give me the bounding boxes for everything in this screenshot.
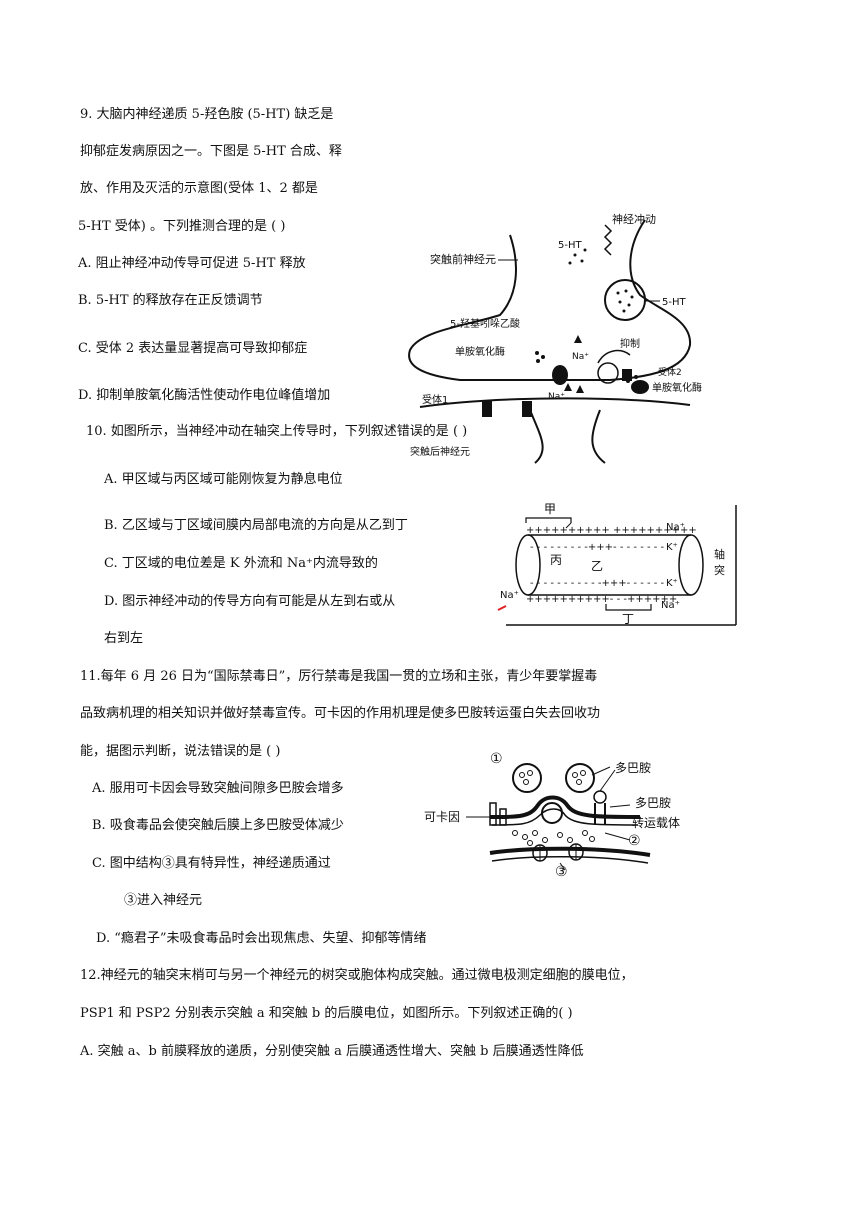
top-inner-signs: - - - - - - - - -+++- - - - - - - - xyxy=(530,542,665,553)
q11-stem-line3: 能，据图示判断，说法错误的是 ( ) xyxy=(80,744,281,759)
q10-stem: 10. 如图所示，当神经冲动在轴突上传导时，下列叙述错误的是 ( ) xyxy=(86,424,468,439)
q9-stem-line3: 放、作用及灭活的示意图(受体 1、2 都是 xyxy=(80,181,318,196)
axon-figure: ++++++++++ ++++++++++ - - - - - - - - -+… xyxy=(497,502,737,626)
q10-option-c: C. 丁区域的电位差是 K 外流和 Na⁺内流导致的 xyxy=(104,556,378,571)
na-right-label: Na⁺ xyxy=(661,600,680,611)
na-top-label: Na⁺ xyxy=(666,522,685,533)
impulse-label: 神经冲动 xyxy=(612,212,656,226)
postsynaptic-label: 突触后神经元 xyxy=(410,445,470,458)
marker-1: ① xyxy=(490,751,503,767)
na-label-2: Na⁺ xyxy=(548,392,565,402)
q11-option-a: A. 服用可卡因会导致突触间隙多巴胺会增多 xyxy=(92,781,344,796)
k-label-1: K⁺ xyxy=(666,542,678,553)
q9-option-a: A. 阻止神经冲动传导可促进 5-HT 释放 xyxy=(78,256,306,271)
5ht-top-label: 5-HT xyxy=(558,240,582,251)
q12-option-a: A. 突触 a、b 前膜释放的递质，分别使突触 a 后膜通透性增大、突触 b 后… xyxy=(80,1044,584,1059)
q12-stem-line1: 12.神经元的轴突末梢可与另一个神经元的树突或胞体构成突触。通过微电极测定细胞的… xyxy=(80,968,634,983)
jia-label: 甲 xyxy=(544,502,556,516)
cocaine-label: 可卡因 xyxy=(424,810,460,824)
transporter-label-2: 转运载体 xyxy=(632,815,680,830)
yi-label: 乙 xyxy=(591,559,603,573)
q9-stem-line4: 5-HT 受体) 。下列推测合理的是 ( ) xyxy=(78,219,286,234)
presynaptic-label: 突触前神经元 xyxy=(430,252,496,266)
q9-stem-line1: 9. 大脑内神经递质 5-羟色胺 (5-HT) 缺乏是 xyxy=(80,107,334,122)
q9-option-d: D. 抑制单胺氧化酶活性使动作电位峰值增加 xyxy=(78,388,331,403)
q11-stem-line2: 品致病机理的相关知识并做好禁毒宣传。可卡因的作用机理是使多巴胺转运蛋白失去回收功 xyxy=(80,706,601,721)
q11-option-c-cont: ③进入神经元 xyxy=(124,893,203,908)
mao-left-label: 单胺氧化酶 xyxy=(455,345,505,358)
q11-option-b: B. 吸食毒品会使突触后膜上多巴胺受体减少 xyxy=(92,818,344,833)
5ht-right-label: 5-HT xyxy=(662,297,686,308)
marker-3: ③ xyxy=(555,864,568,880)
top-outer-signs: ++++++++++ ++++++++++ xyxy=(526,525,697,536)
dopamine-label: 多巴胺 xyxy=(615,761,651,775)
na-label-1: Na⁺ xyxy=(572,352,589,362)
hiaa-label: 5-羟基吲哚乙酸 xyxy=(450,317,520,330)
q11-stem-line1: 11.每年 6 月 26 日为“国际禁毒日”，厉行禁毒是我国一贯的立场和主张，青… xyxy=(80,669,598,684)
bing-label: 丙 xyxy=(550,553,562,567)
bottom-inner-signs: - - - - - - - - - - -+++- - - - - - xyxy=(530,578,665,589)
q10-option-b: B. 乙区域与丁区域间膜内局部电流的方向是从乙到丁 xyxy=(104,518,408,533)
axon-label-1: 轴 xyxy=(714,547,725,561)
bottom-outer-signs: ++++++++++- - -++++++ xyxy=(526,594,677,605)
q10-option-d-cont: 右到左 xyxy=(104,631,144,646)
synapse-5ht-figure: 神经冲动 突触前神经元 5-HT 5-HT 5-羟基吲哚乙酸 单胺氧化酶 抑制 … xyxy=(408,212,702,464)
q9-option-c: C. 受体 2 表达量显著提高可导致抑郁症 xyxy=(78,341,308,356)
q10-option-a: A. 甲区域与丙区域可能刚恢复为静息电位 xyxy=(104,472,343,487)
dopamine-synapse-figure: ① ② ③ 多巴胺 可卡因 多巴胺 转运载体 xyxy=(424,751,680,880)
mao-right-label: 单胺氧化酶 xyxy=(652,381,702,394)
marker-2: ② xyxy=(628,833,641,849)
q12-stem-line2: PSP1 和 PSP2 分别表示突触 a 和突触 b 的后膜电位，如图所示。下列… xyxy=(80,1006,573,1021)
ding-label: 丁 xyxy=(622,612,634,626)
receptor2-label: 受体2 xyxy=(658,366,682,378)
q9-option-b: B. 5-HT 的释放存在正反馈调节 xyxy=(78,293,263,308)
na-left-label: Na⁺ xyxy=(500,590,519,601)
axon-label-2: 突 xyxy=(714,563,725,577)
q11-option-d: D. “瘾君子”未吸食毒品时会出现焦虑、失望、抑郁等情绪 xyxy=(96,931,427,946)
receptor1-label: 受体1 xyxy=(422,394,448,406)
q11-option-c: C. 图中结构③具有特异性，神经递质通过 xyxy=(92,856,331,871)
q9-stem-line2: 抑郁症发病原因之一。下图是 5-HT 合成、释 xyxy=(80,144,342,159)
q10-option-d: D. 图示神经冲动的传导方向有可能是从左到右或从 xyxy=(104,594,396,609)
transporter-label-1: 多巴胺 xyxy=(635,796,671,810)
inhibit-label: 抑制 xyxy=(620,337,640,350)
k-label-2: K⁺ xyxy=(666,578,678,589)
